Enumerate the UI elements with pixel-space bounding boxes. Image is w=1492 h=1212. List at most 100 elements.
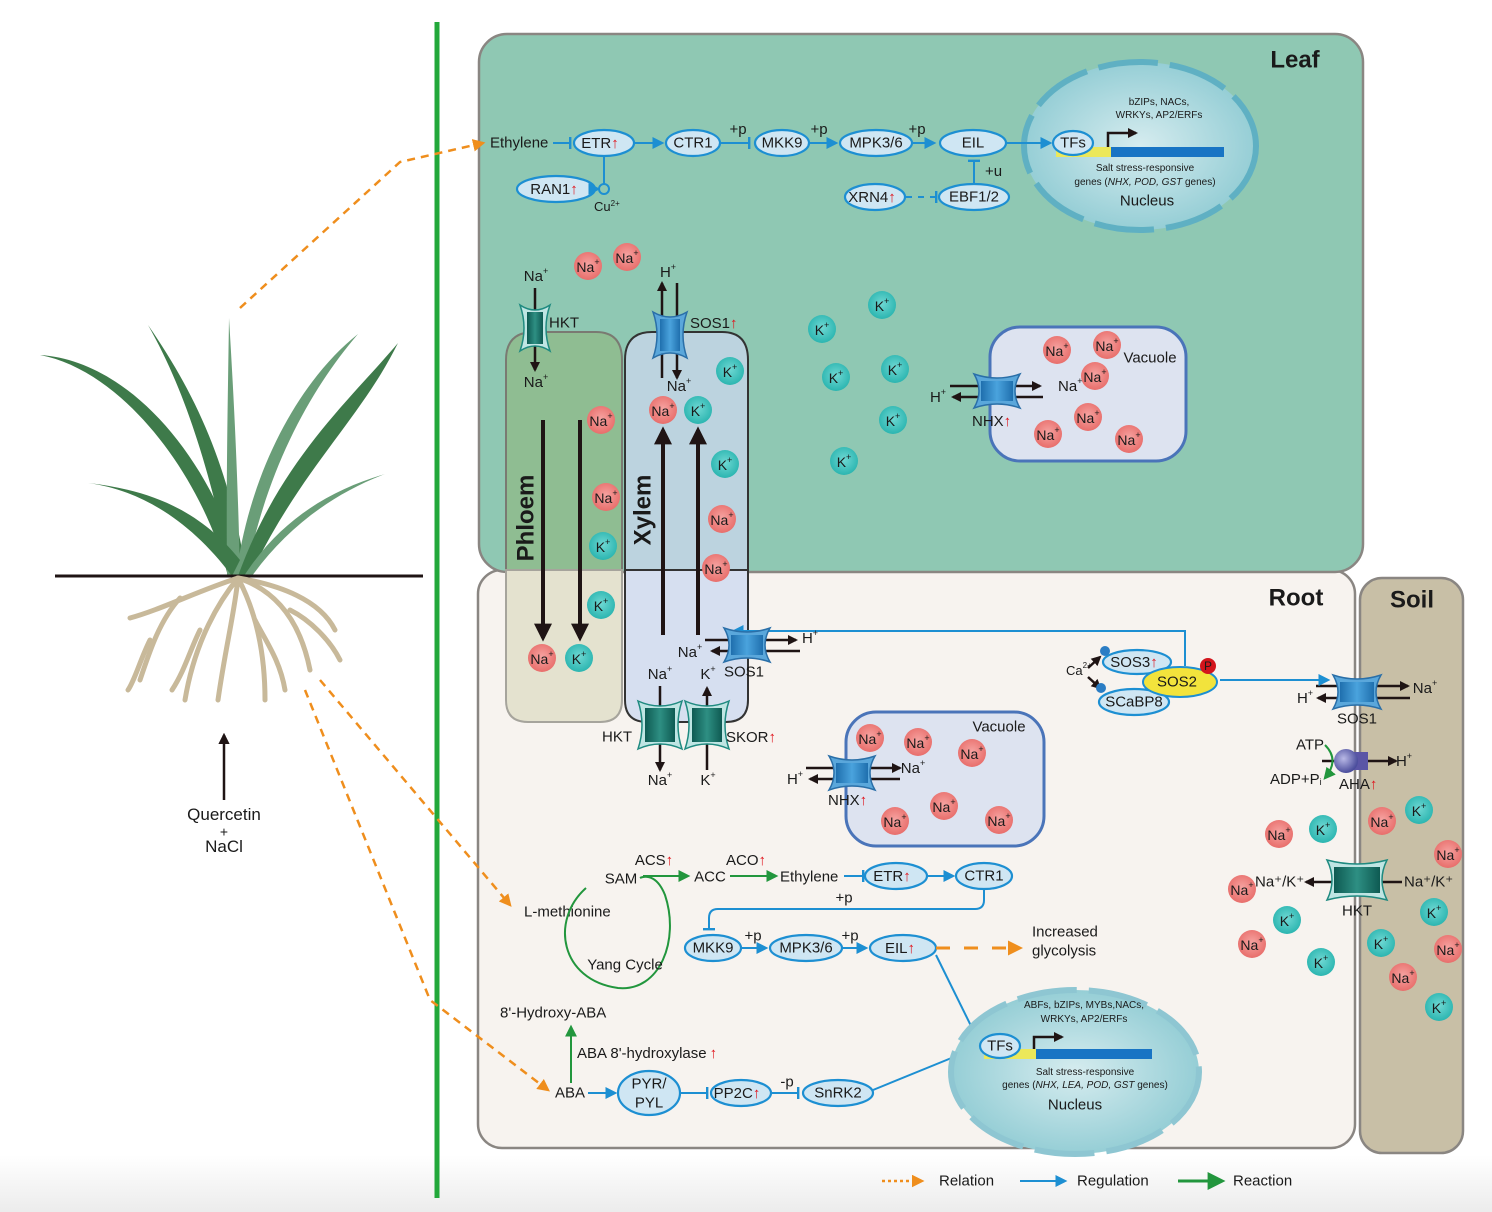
na-ion-label: Na+ xyxy=(524,266,548,285)
ion-label: Na+ xyxy=(1095,336,1118,354)
leaf-xrn4-label: XRN4↑ xyxy=(848,189,896,206)
h-ion-label: H+ xyxy=(787,769,803,788)
sodium-ion: Na+ xyxy=(1265,820,1293,848)
root-nucleus: ABFs, bZIPs, MYBs,NACs, WRKYs, AP2/ERFs … xyxy=(948,987,1202,1157)
h-ion-label: H+ xyxy=(1297,688,1313,707)
ca-label: Ca2+ xyxy=(1066,661,1092,678)
sos2-label: SOS2 xyxy=(1157,674,1197,691)
ion-label: Na+ xyxy=(710,510,733,528)
scabp8-node[interactable] xyxy=(1097,687,1171,717)
ion-label: K+ xyxy=(1314,953,1329,971)
snrk2-label: SnRK2 xyxy=(814,1085,862,1102)
leaf-hkt-channel[interactable] xyxy=(518,303,552,353)
ion-label: Na+ xyxy=(883,812,906,830)
root-plus-p-3: +p xyxy=(841,928,858,945)
sodium-ion: Na+ xyxy=(1074,403,1102,431)
root-etr-label: ETR↑ xyxy=(873,868,911,885)
na-ion-label: Na+ xyxy=(667,376,691,395)
relation-to-l-methionine xyxy=(319,679,512,907)
ion-label: Na+ xyxy=(615,248,638,266)
yang-cycle-label: Yang Cycle xyxy=(587,957,663,974)
root-hkt-channel[interactable] xyxy=(636,699,684,751)
glycolysis-line1: Increased xyxy=(1032,924,1098,941)
root-tfs-label: TFs xyxy=(987,1038,1013,1055)
leaf-mkk9-label: MKK9 xyxy=(762,135,803,152)
root-nucleus-label: Nucleus xyxy=(1048,1097,1102,1114)
root-aba-pathway: 8'-Hydroxy-ABA ABA 8'-hydroxylase↑ ABA P… xyxy=(500,1005,979,1117)
ion-label: K+ xyxy=(691,401,706,419)
leaf-sos1-channel[interactable] xyxy=(651,310,689,360)
root-hkt-label: HKT xyxy=(602,729,632,746)
root-genes-1: Salt stress-responsive xyxy=(1036,1067,1135,1078)
k-ion-label: K+ xyxy=(700,664,715,683)
root-plus-p-2: +p xyxy=(744,928,761,945)
potassium-ion: K+ xyxy=(565,644,593,672)
root-mkk9-node[interactable] xyxy=(683,933,743,963)
leaf-nucleus-label: Nucleus xyxy=(1120,193,1174,210)
ion-label: Na+ xyxy=(651,401,674,419)
sos3-node[interactable] xyxy=(1101,648,1173,676)
leaf-tf-families-2: WRKYs, AP2/ERFs xyxy=(1116,110,1203,121)
ion-label: K+ xyxy=(815,320,830,338)
adp-label: ADP+Pi xyxy=(1270,771,1322,788)
leaf-transcription-arrow xyxy=(1106,128,1138,147)
sodium-ion: Na+ xyxy=(592,483,620,511)
root-tfs-node[interactable] xyxy=(978,1032,1022,1060)
ion-label: Na+ xyxy=(589,411,612,429)
calcium-bead-icon xyxy=(1100,646,1110,656)
plant-illustration: Quercetin + NaCl xyxy=(40,318,423,856)
root-ethylene-pathway: L-methionine SAM Yang Cycle ACS↑ ACC ACO… xyxy=(524,852,1098,1039)
root-sos1-channel[interactable] xyxy=(722,626,772,664)
leaf-plus-p-3: +p xyxy=(908,121,925,138)
aha-pump[interactable] xyxy=(1323,744,1368,780)
soil-title: Soil xyxy=(1390,587,1434,614)
leaf-cu-label: Cu2+ xyxy=(594,199,620,214)
sos2-node[interactable] xyxy=(1142,666,1218,698)
pp2c-label: PP2C↑ xyxy=(714,1085,761,1102)
root-ctr1-label: CTR1 xyxy=(964,868,1003,885)
leaf-mkk9-node[interactable] xyxy=(753,128,811,158)
leaf-ctr1-node[interactable] xyxy=(664,128,722,158)
potassium-ion: K+ xyxy=(1420,898,1448,926)
sodium-ion: Na+ xyxy=(702,554,730,582)
root-nhx-channel[interactable] xyxy=(827,754,877,792)
legend-relation-label: Relation xyxy=(939,1173,994,1190)
potassium-ion: K+ xyxy=(684,396,712,424)
na-ion-label: Na+ xyxy=(648,664,672,683)
pyr-label-2: PYL xyxy=(635,1095,663,1112)
skor-channel[interactable] xyxy=(683,699,731,751)
sodium-ion: Na+ xyxy=(1238,930,1266,958)
sodium-ion: Na+ xyxy=(587,406,615,434)
na-ion-label: Na+ xyxy=(1413,678,1437,697)
ion-label: Na+ xyxy=(1230,880,1253,898)
atp-label: ATP xyxy=(1296,737,1324,754)
acc-label: ACC xyxy=(694,869,726,886)
root-mkk9-label: MKK9 xyxy=(693,940,734,957)
ion-label: K+ xyxy=(594,596,609,614)
leaf-xrn4-node[interactable] xyxy=(843,182,907,212)
k-ion-label: K+ xyxy=(700,770,715,789)
aco-label: ACO↑ xyxy=(726,852,766,869)
sos3-label: SOS3↑ xyxy=(1110,654,1158,671)
leaf-eil-label: EIL xyxy=(962,135,985,152)
snrk2-node[interactable] xyxy=(801,1078,875,1108)
leaf-plus-p-2: +p xyxy=(810,121,827,138)
root-vacuole-label: Vacuole xyxy=(972,719,1025,736)
soil-hkt-channel[interactable] xyxy=(1325,858,1389,902)
plant-roots xyxy=(125,575,343,703)
leaf-genes-1: Salt stress-responsive xyxy=(1096,163,1195,174)
ion-label: Na+ xyxy=(1083,367,1106,385)
sodium-ion: Na+ xyxy=(1043,336,1071,364)
leaf-nhx-channel[interactable] xyxy=(972,372,1022,410)
leaf-nhx-label: NHX↑ xyxy=(972,413,1011,430)
plant-leaves xyxy=(40,318,398,576)
leaf-tfs-node[interactable] xyxy=(1051,129,1095,157)
ion-label: Na+ xyxy=(594,488,617,506)
ion-label: Na+ xyxy=(1117,430,1140,448)
ion-label: Na+ xyxy=(858,729,881,747)
sam-label: SAM xyxy=(605,871,638,888)
glycolysis-line2: glycolysis xyxy=(1032,943,1096,960)
sodium-ion: Na+ xyxy=(1093,331,1121,359)
soil-sos1-channel[interactable] xyxy=(1331,673,1383,711)
